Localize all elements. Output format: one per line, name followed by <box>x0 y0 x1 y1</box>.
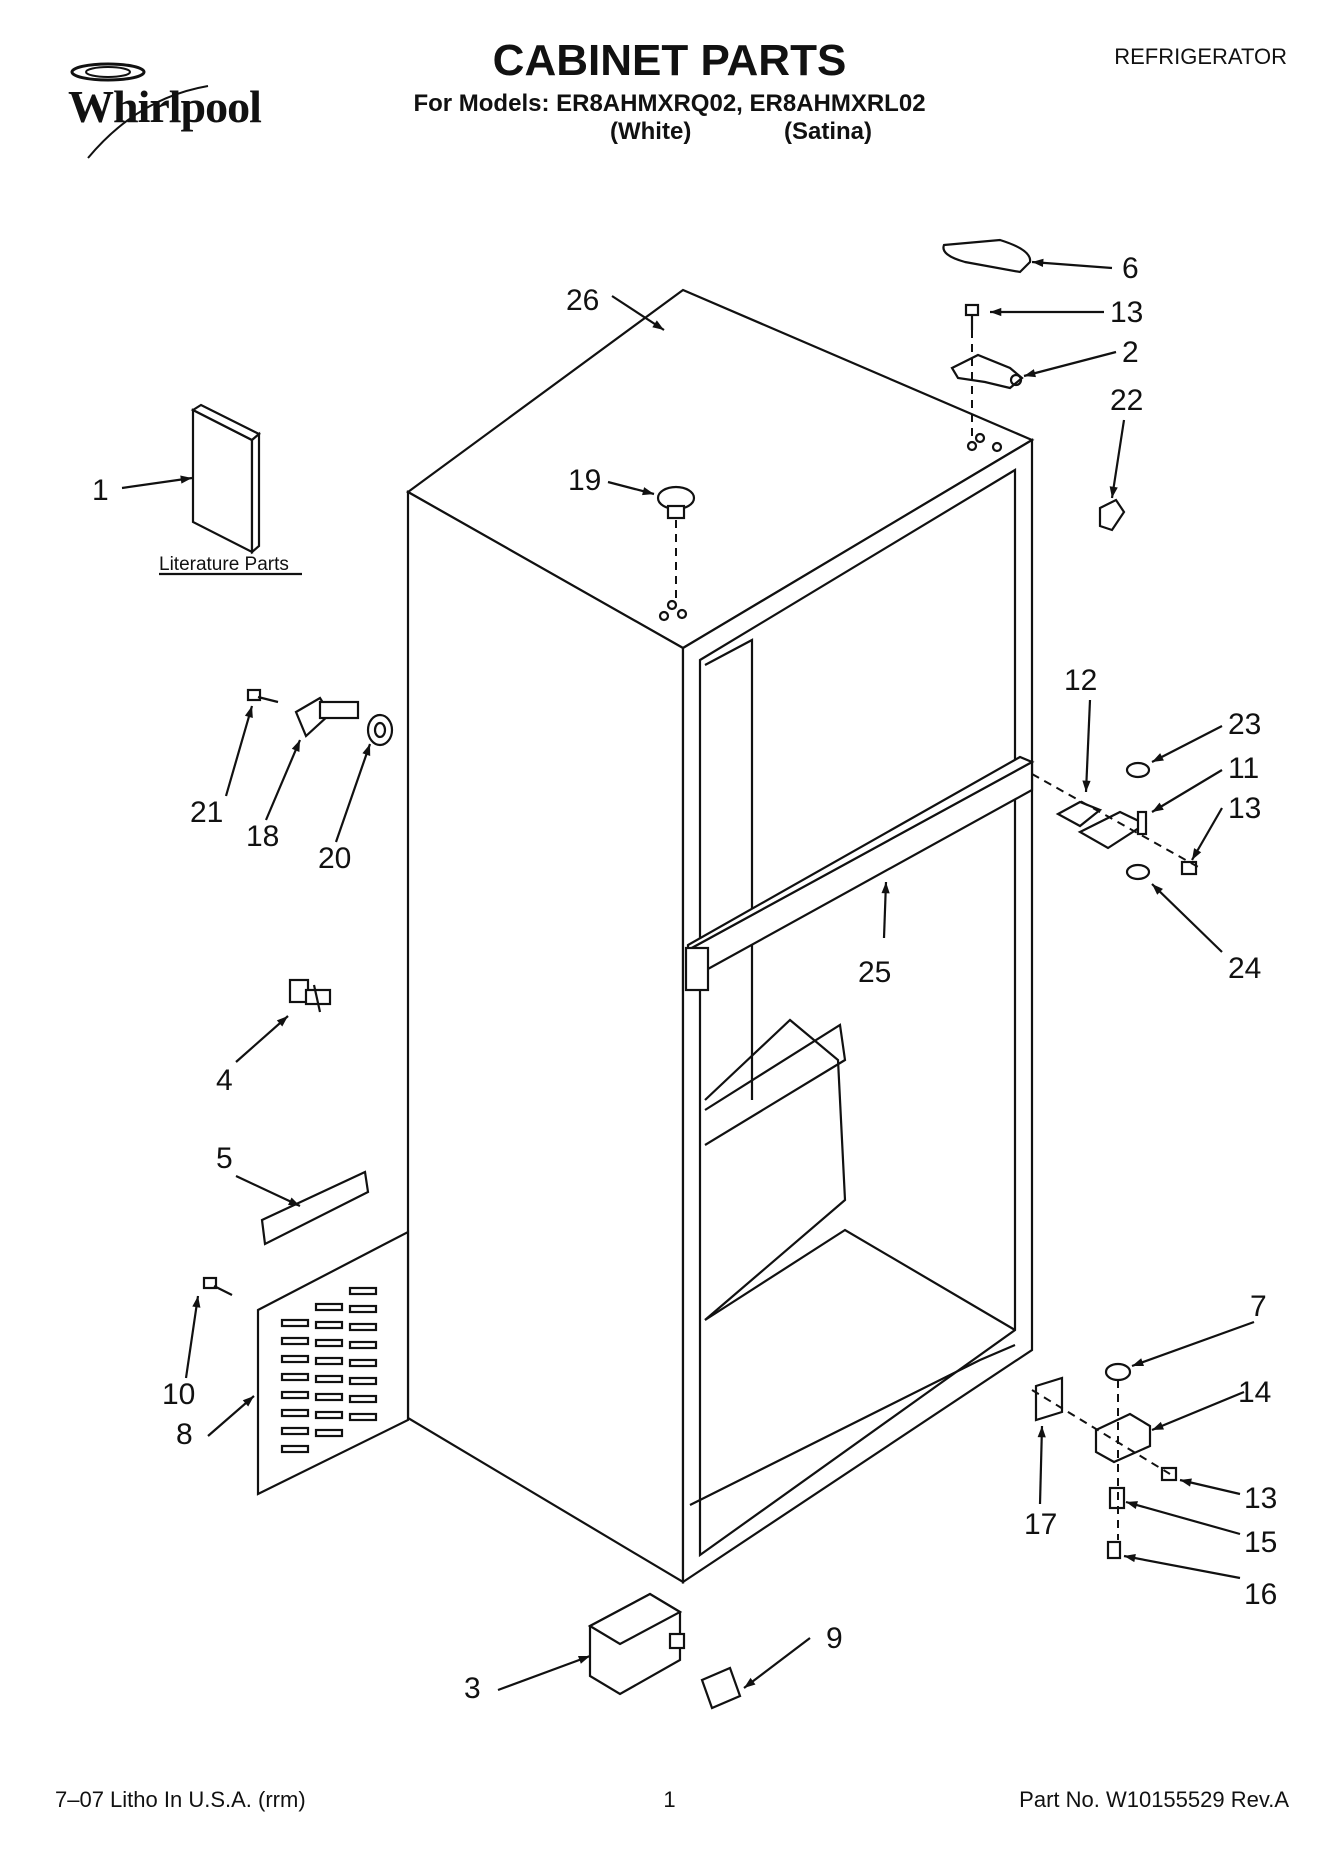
callout-19: 19 <box>568 464 601 497</box>
callout-20: 20 <box>318 842 351 875</box>
logo-swirl-icon <box>70 62 209 159</box>
callout-14: 14 <box>1238 1376 1271 1409</box>
rail-part-25 <box>684 755 1035 992</box>
category-label: REFRIGERATOR <box>1114 44 1287 69</box>
callout-1: 1 <box>92 474 109 507</box>
center-hinge-part-12 <box>1055 800 1103 828</box>
screw-part-21 <box>246 688 279 704</box>
callout-22: 22 <box>1110 384 1143 417</box>
spacer-part-22 <box>1098 498 1126 532</box>
callout-13-top: 13 <box>1110 296 1143 329</box>
washer-part-23 <box>1125 761 1151 779</box>
callout-6: 6 <box>1122 252 1139 285</box>
footer-litho: 7–07 Litho In U.S.A. (rrm) <box>55 1787 306 1812</box>
callout-10: 10 <box>162 1378 195 1411</box>
center-hinge-part-11 <box>1077 810 1148 850</box>
callout-17: 17 <box>1024 1508 1057 1541</box>
whirlpool-logo: Whirlpool <box>48 58 288 168</box>
variant-white: (White) <box>610 118 692 145</box>
models-line: For Models: ER8AHMXRQ02, ER8AHMXRL02 <box>413 90 926 117</box>
washer-part-7 <box>1104 1362 1132 1382</box>
cabinet-part-26 <box>405 288 1035 1585</box>
callout-23: 23 <box>1228 708 1261 741</box>
bracket-part-18 <box>294 696 360 738</box>
callout-4: 4 <box>216 1064 233 1097</box>
screw-part-16 <box>1106 1540 1122 1560</box>
roller-part-20 <box>366 713 394 747</box>
top-hinge-part-2 <box>950 353 1024 390</box>
page-title: CABINET PARTS <box>492 36 847 85</box>
callout-13-mid: 13 <box>1228 792 1261 825</box>
literature-part-1 <box>190 403 261 555</box>
callout-3: 3 <box>464 1672 481 1705</box>
screw-part-13-top <box>964 303 980 330</box>
strip-part-5 <box>260 1170 370 1246</box>
callout-5: 5 <box>216 1142 233 1175</box>
screw-part-10 <box>202 1276 233 1296</box>
variant-satina: (Satina) <box>783 118 872 145</box>
callout-26: 26 <box>566 284 599 317</box>
callout-13-bottom: 13 <box>1244 1482 1277 1515</box>
callout-9: 9 <box>826 1622 843 1655</box>
shim-part-17 <box>1034 1376 1064 1422</box>
bottom-hinge-part-14 <box>1094 1412 1152 1464</box>
callout-25: 25 <box>858 956 891 989</box>
callout-2: 2 <box>1122 336 1139 369</box>
leader-lines <box>121 258 1255 1692</box>
callout-16: 16 <box>1244 1578 1277 1611</box>
callout-11: 11 <box>1228 752 1259 785</box>
hinge-cap-part-6 <box>942 238 1032 274</box>
callout-18: 18 <box>246 820 279 853</box>
screw-part-13-mid <box>1180 860 1198 876</box>
footer-part-number: Part No. W10155529 Rev.A <box>1019 1787 1289 1812</box>
callout-21: 21 <box>190 796 223 829</box>
footer-page-number: 1 <box>663 1787 676 1812</box>
brand-wordmark: Whirlpool <box>68 81 262 132</box>
spring-part-9 <box>700 1666 742 1710</box>
washer-part-24 <box>1125 863 1151 881</box>
callout-15: 15 <box>1244 1526 1277 1559</box>
callout-24: 24 <box>1228 952 1261 985</box>
callout-12: 12 <box>1064 664 1097 697</box>
clip-part-4 <box>288 978 332 1013</box>
callout-8: 8 <box>176 1418 193 1451</box>
plug-part-19 <box>656 485 696 520</box>
grille-part-8 <box>256 1230 410 1496</box>
model-variants: (White) (Satina) <box>610 118 872 146</box>
callout-7: 7 <box>1250 1290 1267 1323</box>
leveler-part-3 <box>587 1592 686 1696</box>
literature-label: Literature Parts <box>159 554 289 575</box>
